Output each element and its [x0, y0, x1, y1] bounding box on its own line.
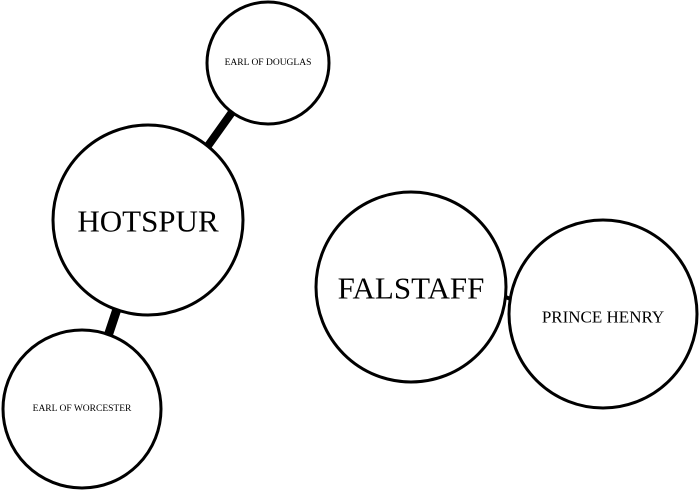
node-circle	[507, 218, 699, 410]
node-earl-of-douglas: EARL OF DOUGLAS	[205, 0, 331, 126]
node-label: EARL OF DOUGLAS	[225, 58, 312, 68]
node-label: EARL OF WORCESTER	[33, 404, 132, 414]
node-label: HOTSPUR	[77, 204, 219, 239]
node-circle	[314, 190, 508, 384]
node-circle	[1, 328, 163, 490]
node-circle	[205, 0, 331, 126]
node-prince-henry: PRINCE HENRY	[507, 218, 699, 410]
node-label: PRINCE HENRY	[542, 308, 664, 327]
node-label: FALSTAFF	[338, 271, 485, 306]
edge-hotspur-earl-of-douglas	[201, 105, 239, 153]
node-earl-of-worcester: EARL OF WORCESTER	[1, 328, 163, 490]
node-circle	[51, 123, 245, 317]
node-hotspur: HOTSPUR	[51, 123, 245, 317]
node-falstaff: FALSTAFF	[314, 190, 508, 384]
